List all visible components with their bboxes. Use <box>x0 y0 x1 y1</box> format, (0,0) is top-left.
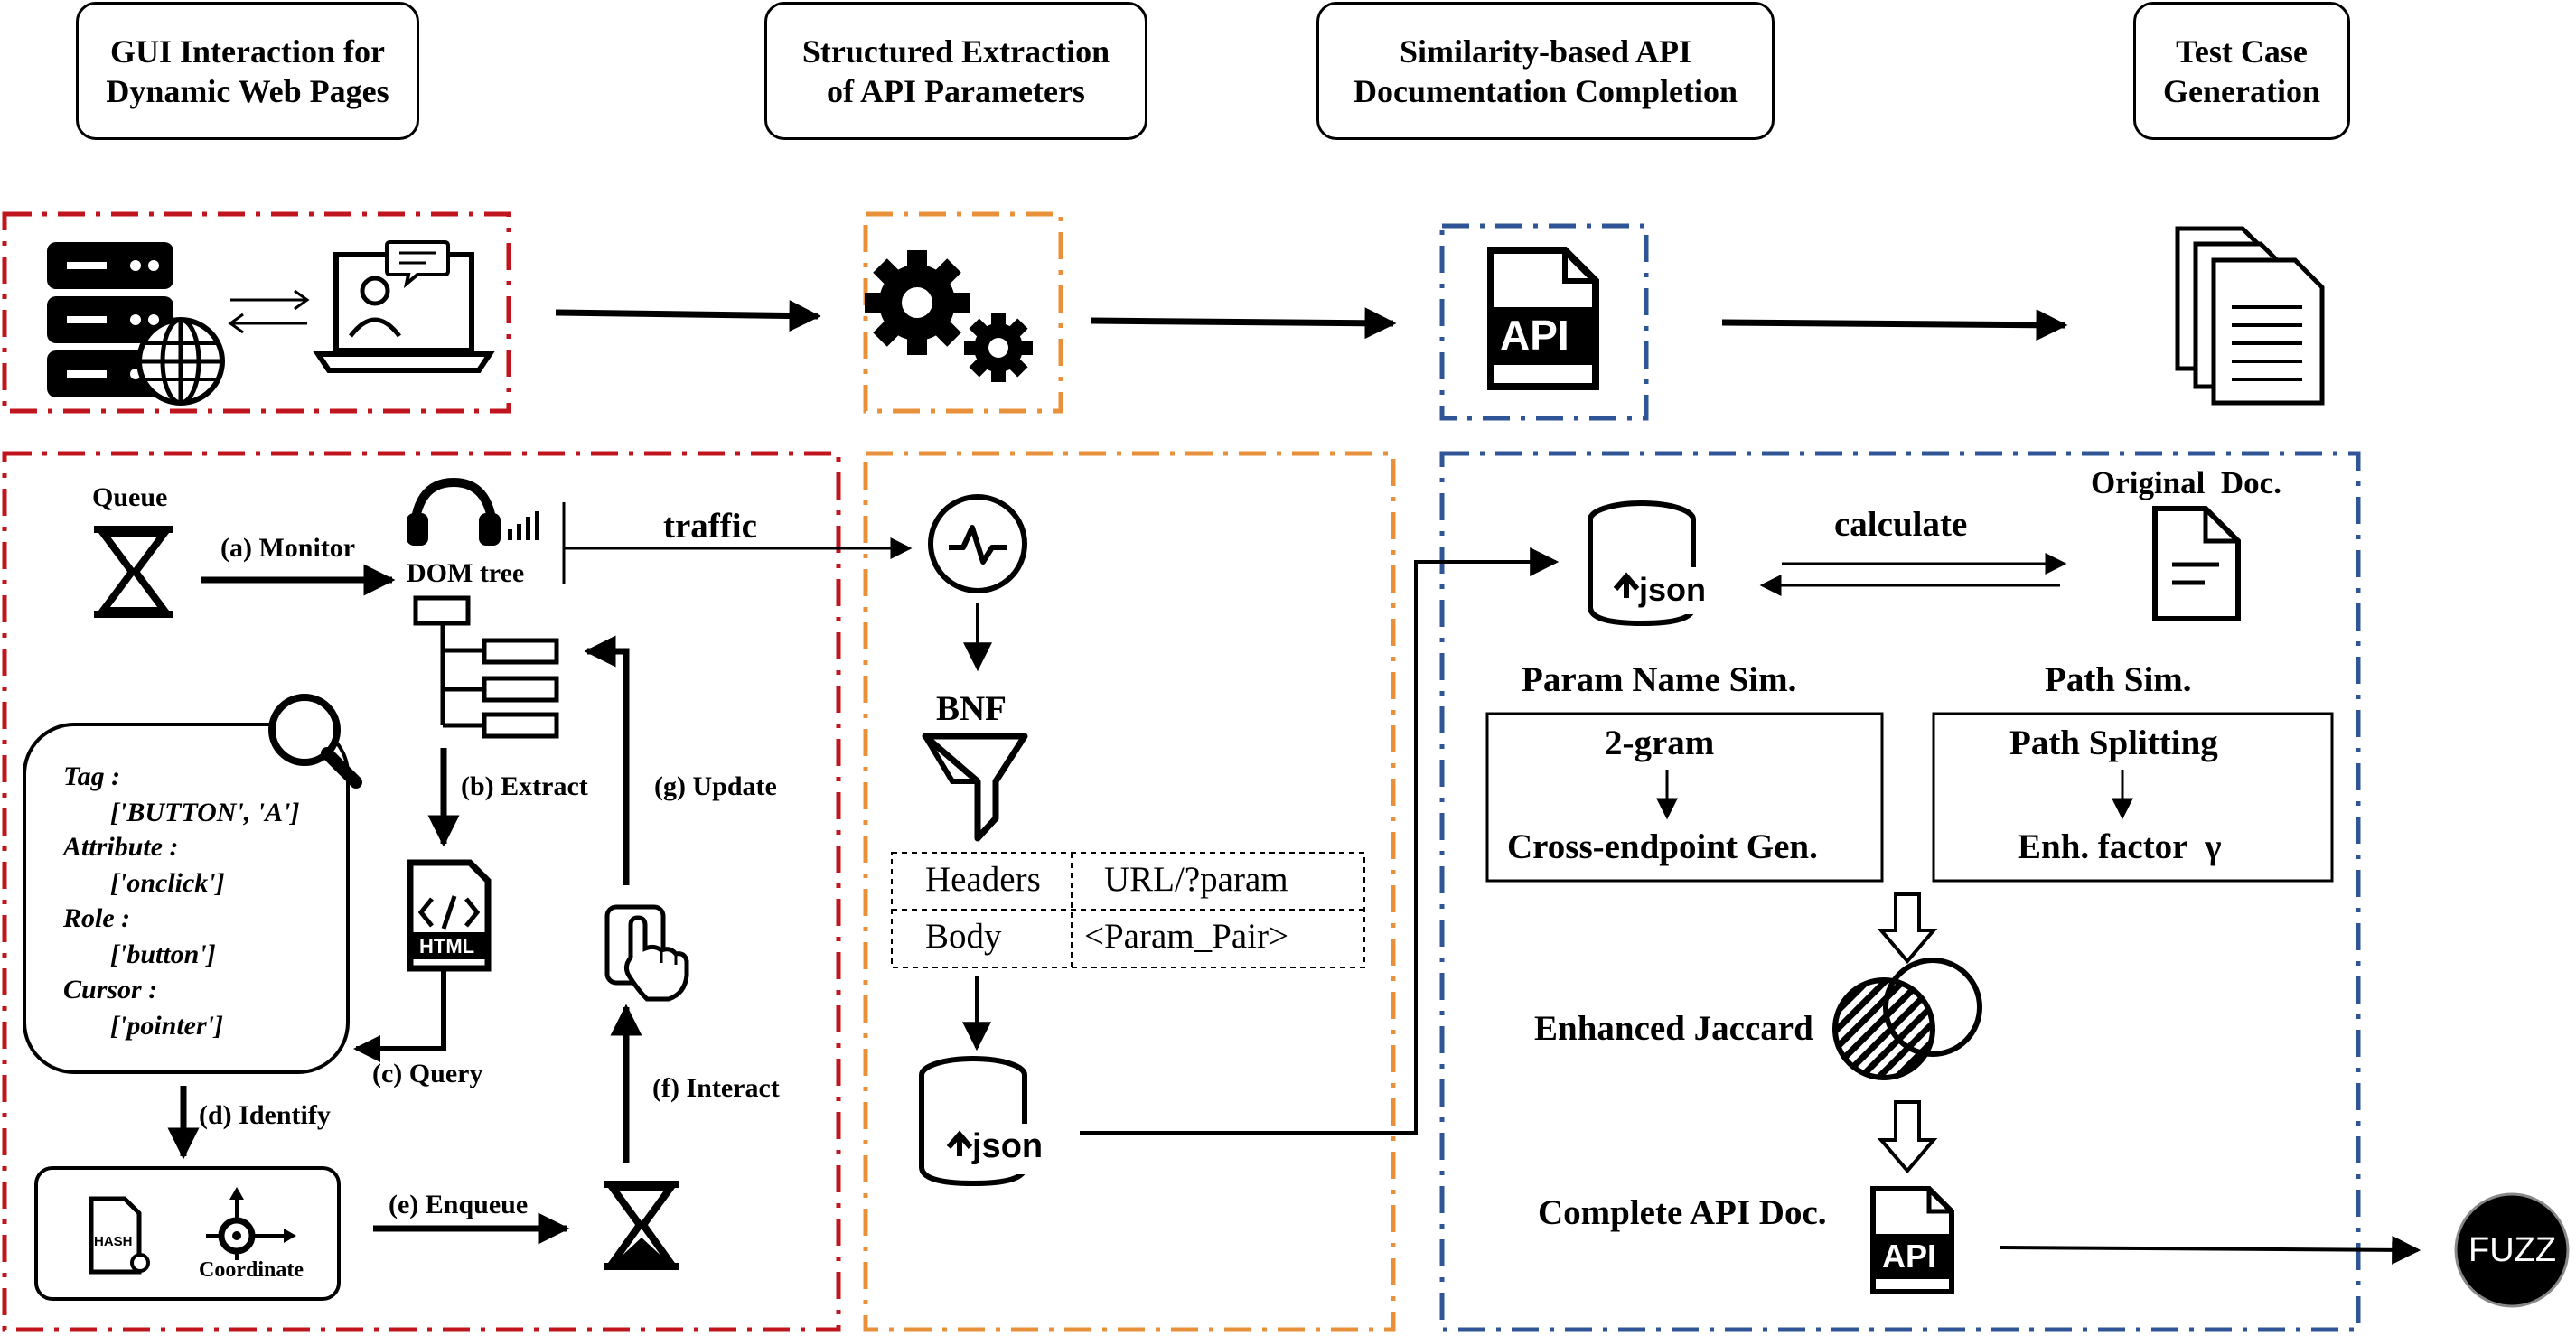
dom-tree-icon <box>413 595 559 739</box>
original-doc-label: Original Doc. <box>2091 465 2281 500</box>
monitor-label: (a) Monitor <box>220 533 356 563</box>
stage-arrow-1 <box>555 300 821 332</box>
stage-header-gui: GUI Interaction for Dynamic Web Pages <box>76 2 419 140</box>
test-cases-icon <box>2175 226 2325 406</box>
api-icon-label: API <box>1500 312 1569 359</box>
update-label: (g) Update <box>654 771 777 801</box>
filter-tag-key: Tag : <box>63 761 121 791</box>
laptop-user-icon <box>313 240 495 373</box>
filter-attr-value: ['onclick'] <box>110 868 225 898</box>
stage-arrow-2 <box>1090 307 1397 340</box>
bidirectional-arrow-icon <box>228 289 310 334</box>
json-label: json <box>972 1127 1044 1165</box>
coordinate-label: Coordinate <box>199 1258 304 1282</box>
filter-cursor-value: ['pointer'] <box>110 1011 223 1041</box>
json-label-2: json <box>1639 571 1707 608</box>
filter-attr-key: Attribute : <box>63 832 179 862</box>
completion-bottom-frame <box>1439 451 2361 1332</box>
hollow-arrow-2 <box>1877 1100 1938 1174</box>
query-label: (c) Query <box>372 1059 483 1088</box>
table-cell: Body <box>925 917 1002 956</box>
gears-icon <box>865 250 1033 382</box>
param-table <box>891 852 1365 968</box>
traffic-label: traffic <box>663 507 757 546</box>
hash-file-icon <box>89 1196 150 1275</box>
queue-hourglass-icon <box>94 526 173 618</box>
dom-tree-label: DOM tree <box>407 558 525 588</box>
stage-header-line: Dynamic Web Pages <box>106 72 389 109</box>
fuzz-badge <box>2454 1192 2570 1308</box>
stage-header-line: Documentation Completion <box>1354 72 1738 109</box>
table-cell: Headers <box>925 860 1041 899</box>
queue-label: Queue <box>92 482 168 512</box>
filter-cursor-key: Cursor : <box>63 975 158 1004</box>
hash-icon-label: HASH <box>94 1234 133 1249</box>
interact-label: (f) Interact <box>652 1073 780 1103</box>
jaccard-icon <box>1832 958 1982 1080</box>
stage-header-completion: Similarity-based API Documentation Compl… <box>1316 2 1775 140</box>
param-sim-box <box>1485 712 1884 883</box>
stage-header-line: Similarity-based API <box>1399 33 1691 70</box>
headphone-icon <box>407 477 539 546</box>
json-database-icon <box>919 1056 1057 1187</box>
query-arrow <box>353 968 446 1062</box>
stage-header-line: Structured Extraction <box>801 33 1110 70</box>
stage-header-line: GUI Interaction for <box>110 33 385 70</box>
globe-icon <box>136 317 225 406</box>
enqueue-label: (e) Enqueue <box>389 1190 529 1219</box>
param-name-sim-label: Param Name Sim. <box>1522 660 1797 699</box>
funnel-icon <box>922 733 1028 842</box>
api-small-label: API <box>1882 1238 1937 1275</box>
extraction-bottom-frame <box>863 451 1396 1332</box>
fuzz-label: FUZZ <box>2468 1231 2557 1269</box>
identify-label: (d) Identify <box>199 1100 331 1130</box>
gui-top-frame <box>2 211 511 414</box>
html-icon-label: HTML <box>419 935 475 958</box>
hollow-arrow-1 <box>1877 892 1938 965</box>
stage-header-testcase: Test Case Generation <box>2133 2 2350 140</box>
enh-factor-label: Enh. factor γ <box>2018 827 2222 866</box>
tap-hand-icon <box>604 904 689 1002</box>
original-doc-icon <box>2152 506 2241 621</box>
two-gram-label: 2-gram <box>1605 724 1715 762</box>
extraction-top-frame <box>863 211 1063 414</box>
cross-endpoint-label: Cross-endpoint Gen. <box>1507 827 1818 866</box>
filter-tag-value: ['BUTTON', 'A'] <box>110 798 300 827</box>
stage-header-extraction: Structured Extraction of API Parameters <box>764 2 1147 140</box>
completion-top-frame <box>1439 223 1649 421</box>
json-to-completion-arrow <box>1080 547 1560 1135</box>
update-arrow <box>584 635 630 885</box>
traffic-monitor-icon <box>928 494 1027 593</box>
table-cell: URL/?param <box>1104 860 1288 899</box>
coordinate-icon <box>206 1187 296 1260</box>
calculate-label: calculate <box>1834 505 1968 544</box>
stage-header-line: of API Parameters <box>827 72 1085 109</box>
path-splitting-label: Path Splitting <box>2009 724 2218 762</box>
stage-header-line: Test Case <box>2176 33 2308 70</box>
filter-role-value: ['button'] <box>110 939 216 969</box>
api-doc-icon <box>1487 247 1599 390</box>
json-db-icon-2 <box>1588 500 1717 627</box>
path-sim-box <box>1932 712 2334 883</box>
stage-arrow-3 <box>1721 309 2068 341</box>
extract-label: (b) Extract <box>461 771 588 801</box>
bnf-label: BNF <box>936 689 1007 728</box>
stage-header-line: Generation <box>2163 72 2320 109</box>
magnifier-icon <box>268 694 362 789</box>
enqueue-hourglass-icon <box>604 1181 679 1270</box>
filter-role-key: Role : <box>63 903 131 933</box>
complete-doc-label: Complete API Doc. <box>1538 1193 1827 1232</box>
path-sim-label: Path Sim. <box>2045 660 2192 699</box>
server-icon <box>47 242 173 397</box>
element-filter-box <box>23 723 350 1074</box>
html-file-icon <box>407 859 492 972</box>
fuzz-arrow <box>2000 1235 2421 1265</box>
table-cell: <Param_Pair> <box>1084 917 1288 956</box>
enhanced-jaccard-label: Enhanced Jaccard <box>1534 1009 1813 1048</box>
complete-doc-icon <box>1870 1186 1954 1294</box>
